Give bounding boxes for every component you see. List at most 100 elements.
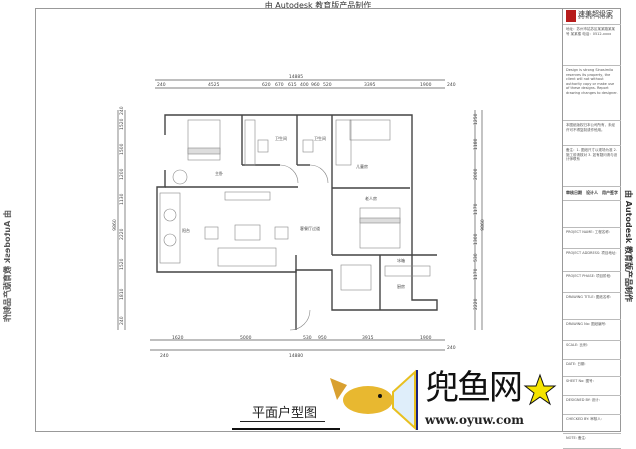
room-label-kids-room: 儿童房 — [356, 163, 368, 169]
dim-label: 950 — [318, 335, 327, 341]
title-underline — [240, 421, 325, 422]
wardrobe — [244, 119, 256, 166]
kids-wardrobe — [335, 119, 352, 166]
notes-en: Design is strong Sinosimilo reserves its… — [563, 66, 621, 121]
toilet — [257, 139, 269, 153]
brand-name-cn: 速美超级家 — [578, 9, 613, 18]
desk — [349, 119, 391, 141]
fish-logo-icon — [330, 369, 418, 431]
dim-label: 240 — [447, 345, 456, 351]
balcony-cabinet — [159, 192, 181, 264]
brand-logo: 速美超级家 SUMEI HOME — [563, 8, 621, 25]
field: DESIGNED BY: 设计: — [563, 396, 621, 415]
field: SHEET No: 图号: — [563, 377, 621, 396]
site-logo-name: 兜鱼网 — [425, 368, 523, 408]
dim-label: 615 — [288, 82, 297, 88]
dim-label: 2220 — [473, 298, 479, 310]
kitchen-counter — [384, 265, 431, 277]
dim-label: 1200 — [119, 168, 125, 180]
furniture — [159, 119, 431, 331]
dining-table — [340, 264, 372, 291]
dim-label: 1520 — [119, 258, 125, 270]
dim-label: 240 — [160, 353, 169, 359]
dim-label: 1170 — [473, 203, 479, 215]
dim-label: 670 — [275, 82, 284, 88]
dim-label: 240 — [119, 316, 125, 325]
floor-plan: 14885 240 4525 620 670 615 400 960 520 3… — [112, 74, 557, 431]
room-label-fridge: 冰箱 — [397, 257, 405, 263]
dim-left-total: 9860 — [112, 219, 118, 231]
dim-label: 1170 — [473, 268, 479, 280]
dim-label: 240 — [119, 106, 125, 115]
dim-label: 4525 — [208, 82, 220, 88]
field: PROJECT NAME: 工程名称: — [563, 228, 621, 249]
field: DATE: 日期: — [563, 360, 621, 377]
room-label-balcony: 阳台 — [182, 227, 190, 233]
drawing-title: 平面户型图 — [252, 406, 318, 421]
dim-label: 620 — [262, 82, 271, 88]
dim-label: 2000 — [473, 168, 479, 180]
sign-row: 审核日期 设计人 用户签字 — [563, 187, 621, 201]
dim-label: 1300 — [473, 233, 479, 245]
master-bed — [187, 119, 221, 161]
room-label-master-bedroom: 主卧 — [215, 170, 223, 176]
dim-label: 1180 — [473, 138, 479, 150]
autodesk-watermark-top: 由 Autodesk 教育版产品制作 — [264, 1, 372, 10]
field: SCALE: 比例: — [563, 341, 621, 360]
field: DRAWING No: 图纸编号: — [563, 320, 621, 341]
dim-label: 530 — [303, 335, 312, 341]
sign-label: 用户签字 — [602, 190, 618, 195]
room-label-bath2: 卫生间 — [314, 135, 326, 141]
elder-bed — [359, 207, 401, 249]
dim-bottom-total: 14880 — [289, 353, 303, 359]
dim-label: 240 — [157, 82, 166, 88]
site-logo-url: www.oyuw.com — [425, 413, 524, 427]
room-label-living: 客餐厅过道 — [300, 225, 320, 231]
sofa — [217, 247, 277, 267]
field: CHECKED BY: 审核人: — [563, 415, 621, 434]
coffee-table — [234, 224, 261, 241]
dim-label: 2220 — [119, 228, 125, 240]
room-label-kitchen: 厨房 — [397, 283, 405, 289]
field: PROJECT PHASE: 项目阶段: — [563, 272, 621, 293]
room-label-elder-room: 老人房 — [365, 195, 377, 201]
field: PROJECT ADDRESS: 项目地址: — [563, 249, 621, 272]
sign-label: 设计人 — [586, 190, 598, 195]
brand-name-en: SUMEI HOME — [578, 15, 615, 20]
sign-label: 审核日期 — [566, 190, 582, 195]
field: DRAWING TITLE: 图纸名称: — [563, 293, 621, 320]
tv-cabinet — [224, 191, 271, 201]
dim-label: 530 — [473, 253, 479, 262]
dim-label: 520 — [323, 82, 332, 88]
room-labels: 主卧 卫生间 卫生间 儿童房 老人房 客餐厅过道 阳台 厨房 冰箱 — [182, 135, 405, 289]
dim-label: 1520 — [119, 118, 125, 130]
dim-label: 400 — [300, 82, 309, 88]
dim-right-total: 9860 — [480, 219, 486, 231]
dim-top-total: 14885 — [289, 74, 303, 80]
star-icon — [523, 373, 557, 406]
dim-label: 960 — [311, 82, 320, 88]
brand-logo-icon — [566, 10, 576, 22]
dim-label: 1900 — [420, 82, 432, 88]
dim-label: 1500 — [119, 143, 125, 155]
dim-label: 3395 — [364, 82, 376, 88]
dimension-lines — [117, 79, 483, 351]
dimension-labels-vertical: 9860 240 1520 1500 1200 1130 2220 1520 1… — [112, 106, 486, 325]
drawing-border — [35, 8, 621, 432]
address: 地址：苏州市姑苏区某某路某某号 某某楼 电话：0512-xxxx — [563, 25, 621, 66]
dim-label: 1250 — [473, 113, 479, 125]
title-underline-thick — [232, 428, 340, 430]
dim-label: 240 — [447, 82, 456, 88]
dimension-labels: 14885 240 4525 620 670 615 400 960 520 3… — [157, 74, 456, 359]
dim-label: 5000 — [240, 335, 252, 341]
notes-cn: 本图纸版权归本公司所有，未经许可不得复制或作他用。 — [563, 121, 621, 146]
dim-label: 1620 — [172, 335, 184, 341]
toilet — [302, 139, 314, 153]
dim-label: 1900 — [420, 335, 432, 341]
dim-label: 1130 — [119, 193, 125, 205]
room-label-bath1: 卫生间 — [275, 135, 287, 141]
dim-label: 1810 — [119, 288, 125, 300]
dim-label: 3915 — [362, 335, 374, 341]
armchair — [172, 169, 188, 185]
remarks: 备注：1. 图纸尺寸以现场为准 2. 施工前请核对 3. 如有疑问请与设计师联系 — [563, 146, 621, 187]
